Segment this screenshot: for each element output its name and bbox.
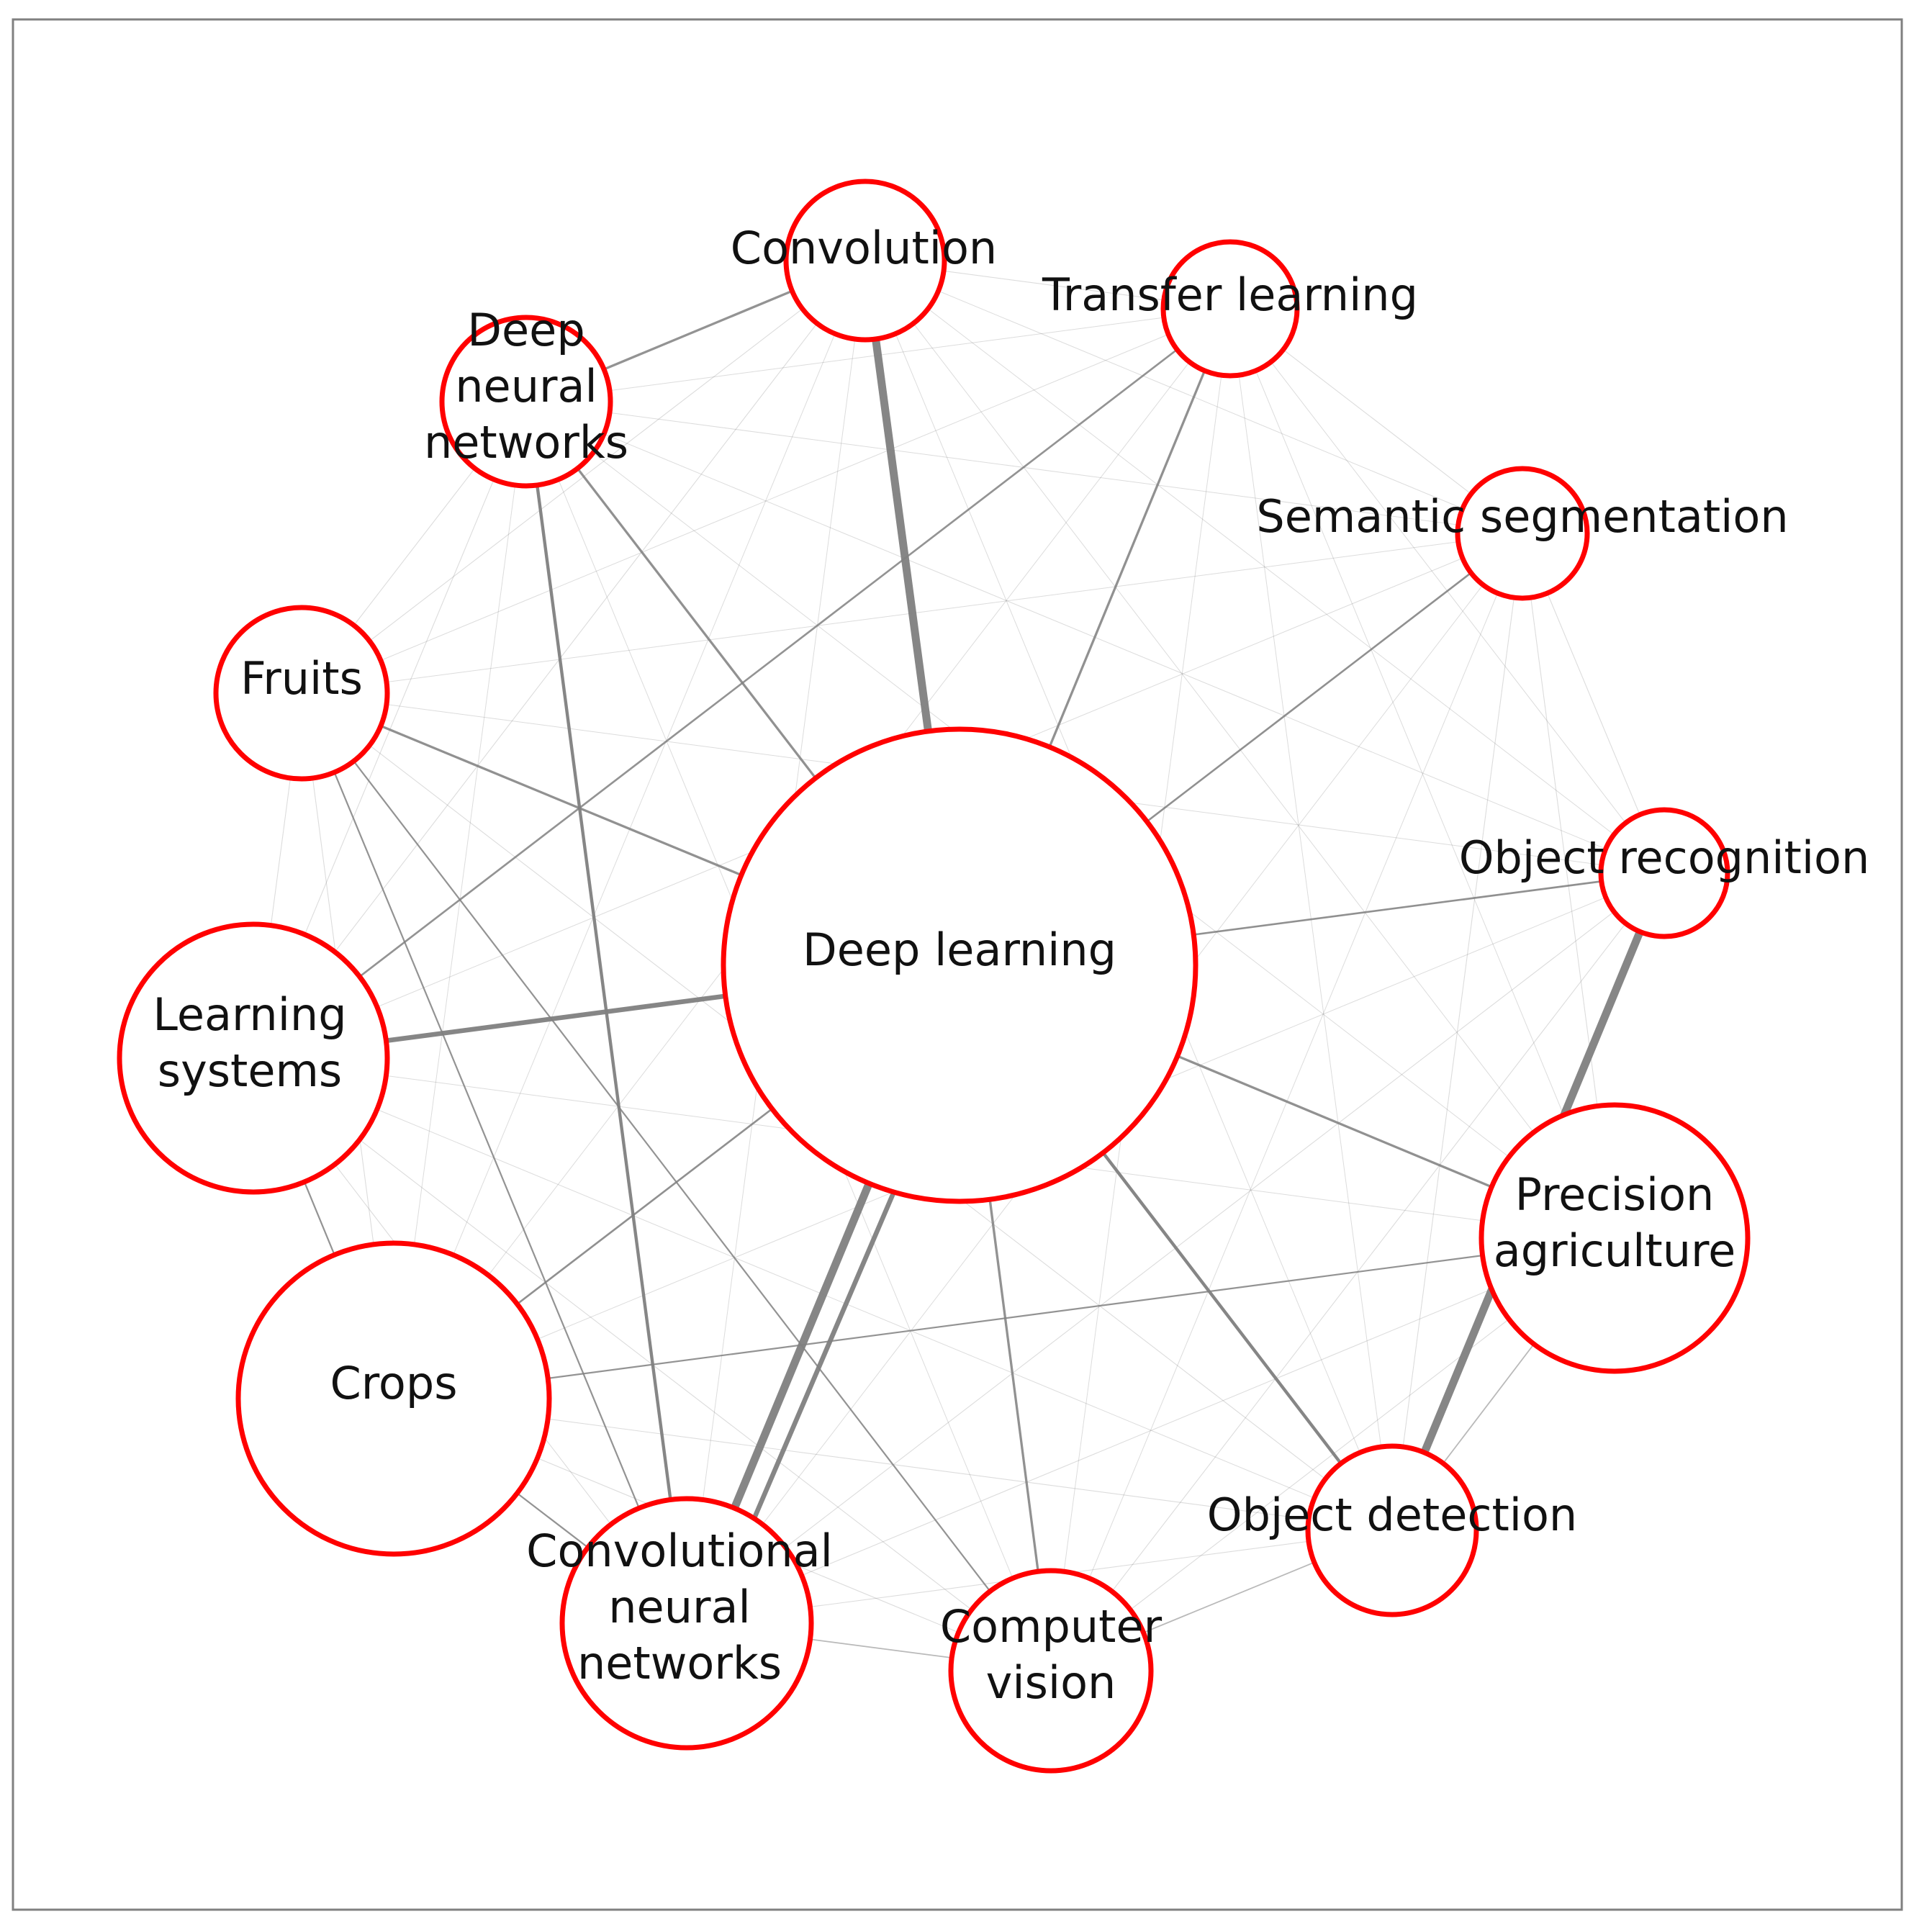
node-label-line: Learning bbox=[153, 988, 346, 1041]
node-label-line: systems bbox=[158, 1044, 342, 1097]
node-label-line: Object detection bbox=[1207, 1489, 1577, 1541]
node-label-line: Fruits bbox=[240, 652, 363, 705]
edge-convolutional-neural-networks-precision-agriculture bbox=[686, 1237, 1615, 1624]
node-label-line: agriculture bbox=[1494, 1224, 1736, 1277]
node-label-line: Object recognition bbox=[1459, 831, 1870, 884]
node-label-convolution: Convolution bbox=[731, 222, 997, 274]
node-layer bbox=[117, 179, 1751, 1774]
node-label-line: Semantic segmentation bbox=[1256, 490, 1788, 543]
node-label-line: Transfer learning bbox=[1042, 268, 1418, 321]
node-label-line: Crops bbox=[330, 1357, 457, 1409]
node-deep-neural-networks[interactable] bbox=[439, 315, 613, 489]
node-label-line: Convolutional bbox=[526, 1525, 833, 1577]
node-convolutional-neural-networks[interactable] bbox=[559, 1496, 814, 1751]
node-label-line: networks bbox=[424, 416, 628, 469]
node-label-line: neural bbox=[608, 1581, 750, 1633]
node-label-line: neural bbox=[455, 360, 597, 412]
node-label-line: Deep learning bbox=[803, 924, 1116, 976]
node-label-semantic-segmentation: Semantic segmentation bbox=[1256, 490, 1788, 543]
node-label-line: Deep bbox=[467, 304, 584, 356]
node-learning-systems[interactable] bbox=[117, 921, 390, 1195]
node-label-fruits: Fruits bbox=[240, 652, 363, 705]
node-label-line: Computer bbox=[940, 1600, 1163, 1653]
node-computer-vision[interactable] bbox=[948, 1568, 1154, 1774]
node-semantic-segmentation[interactable] bbox=[1455, 466, 1590, 601]
node-crops[interactable] bbox=[235, 1240, 552, 1557]
node-label-object-detection: Object detection bbox=[1207, 1489, 1577, 1541]
edge-fruits-convolutional-neural-networks bbox=[300, 692, 688, 1624]
node-deep-learning[interactable] bbox=[721, 726, 1198, 1204]
node-label-line: vision bbox=[986, 1656, 1116, 1709]
node-label-crops: Crops bbox=[330, 1357, 457, 1409]
node-label-line: networks bbox=[577, 1637, 782, 1689]
node-fruits[interactable] bbox=[213, 605, 390, 782]
edge-object-recognition-convolution bbox=[865, 260, 1665, 874]
node-precision-agriculture[interactable] bbox=[1479, 1102, 1751, 1374]
node-label-object-recognition: Object recognition bbox=[1459, 831, 1870, 884]
node-label-line: Precision bbox=[1515, 1168, 1715, 1221]
node-object-detection[interactable] bbox=[1305, 1443, 1479, 1617]
edge-fruits-transfer-learning bbox=[301, 308, 1231, 694]
node-label-line: Convolution bbox=[731, 222, 997, 274]
edge-object-detection-semantic-segmentation bbox=[1391, 533, 1523, 1531]
node-object-recognition[interactable] bbox=[1598, 807, 1730, 939]
node-convolution[interactable] bbox=[783, 179, 947, 343]
node-label-transfer-learning: Transfer learning bbox=[1042, 268, 1418, 321]
node-label-deep-learning: Deep learning bbox=[803, 924, 1116, 976]
node-transfer-learning[interactable] bbox=[1160, 239, 1300, 379]
edge-precision-agriculture-transfer-learning bbox=[1229, 308, 1615, 1239]
